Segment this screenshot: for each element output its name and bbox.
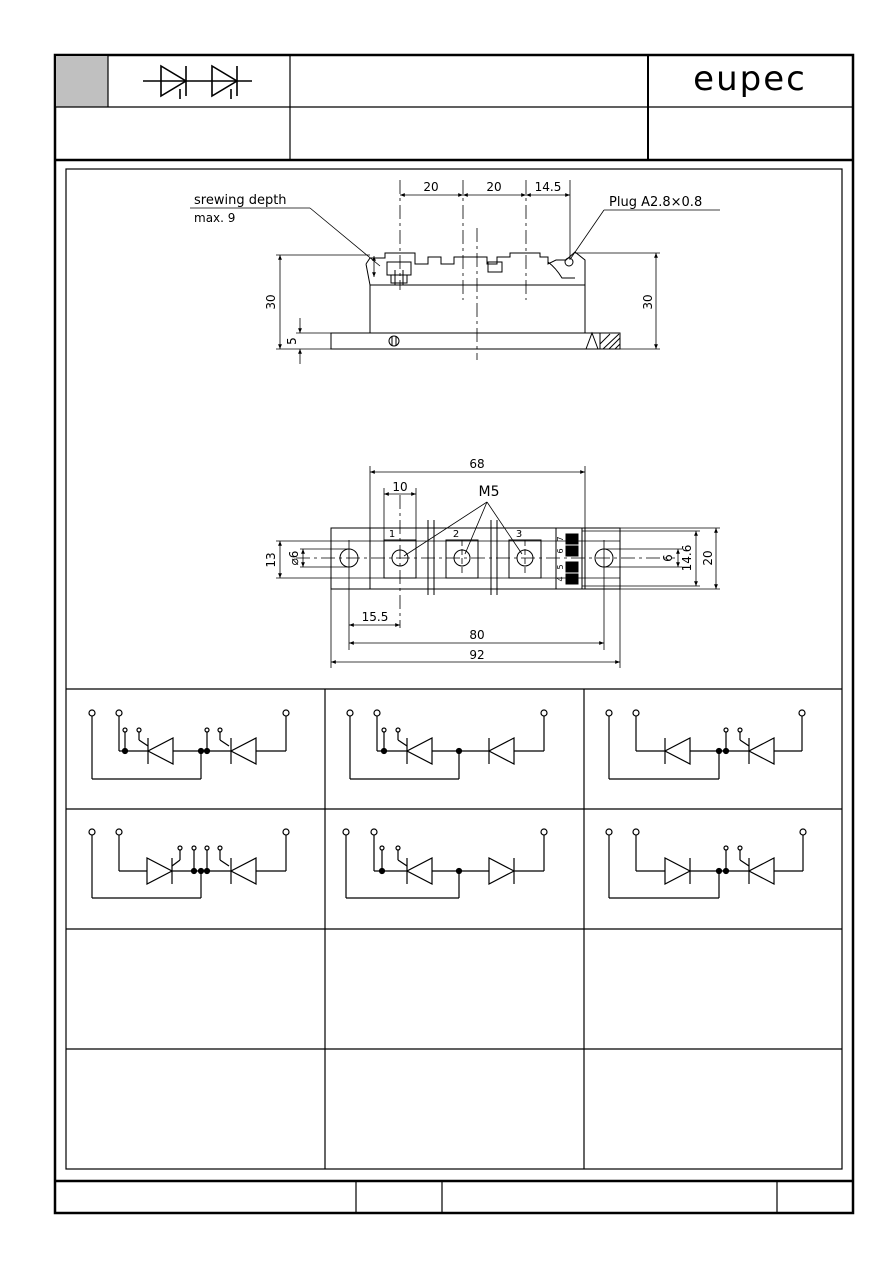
terminal-1-label: 1 — [389, 529, 395, 540]
circuit-diode-thy-a — [605, 709, 806, 780]
m5-label: M5 — [479, 484, 500, 500]
dim-92: 92 — [469, 648, 484, 662]
dim-80: 80 — [469, 628, 484, 642]
dim-base: 5 — [285, 337, 299, 345]
title-block — [55, 55, 853, 1213]
dim-hole-dia: ⌀6 — [287, 551, 301, 566]
dim-13: 13 — [264, 552, 278, 567]
aux-pin-4: 4 — [556, 576, 565, 581]
top-view — [276, 466, 720, 668]
dim-pitch-2: 20 — [486, 180, 501, 194]
dim-68: 68 — [469, 457, 484, 471]
grey-corner-box — [56, 56, 108, 107]
dim-14-6: 14.6 — [680, 545, 694, 572]
dim-15-5: 15.5 — [362, 610, 389, 624]
aux-pin-6: 6 — [556, 548, 565, 553]
circuit-thy-diode-a — [346, 709, 548, 780]
dim-height-left: 30 — [264, 294, 278, 309]
brand-logo: eupec — [693, 59, 807, 99]
outer-frame — [53, 53, 855, 1215]
dim-height-right: 30 — [641, 294, 655, 309]
aux-pin-7: 7 — [556, 536, 565, 541]
circuit-thy-diode-b — [342, 828, 548, 899]
dim-6: 6 — [661, 554, 675, 562]
circuit-diode-thy-b — [605, 828, 807, 899]
hatched-end — [599, 332, 621, 350]
aux-pin-5: 5 — [556, 564, 565, 569]
plug-label: Plug A2.8×0.8 — [609, 195, 702, 210]
terminal-2-label: 2 — [453, 529, 459, 540]
dim-pitch-1: 20 — [423, 180, 438, 194]
screwing-depth-label: srewing depth — [194, 193, 287, 208]
side-view — [190, 180, 720, 364]
circuit-thy-thy-a — [88, 709, 290, 780]
dim-edge: 14.5 — [535, 180, 562, 194]
thyristor-pair-symbol — [143, 64, 252, 99]
circuit-thy-thy-b — [88, 828, 290, 899]
dim-20: 20 — [701, 550, 715, 565]
dim-10: 10 — [392, 480, 407, 494]
ground-symbol — [388, 335, 400, 347]
terminal-3-label: 3 — [516, 529, 522, 540]
drawing-area — [65, 168, 843, 1170]
screwing-depth-value: max. 9 — [194, 211, 235, 225]
